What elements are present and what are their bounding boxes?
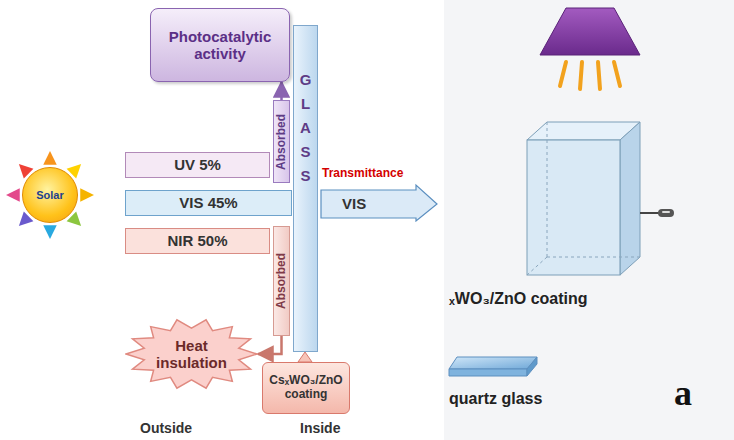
thermometer (640, 209, 674, 217)
node-text: GLASS (298, 68, 313, 188)
absorption-arrow (258, 336, 282, 354)
coating-box: CsₓWO₃/ZnO coating (262, 362, 350, 414)
sun-ray (43, 151, 57, 165)
node-text: VIS (342, 195, 366, 212)
spectrum-band: NIR 50% (125, 228, 270, 254)
test-box (527, 122, 640, 275)
part-label: ₓWO₃/ZnO coating (449, 290, 588, 308)
part-label: quartz glass (449, 390, 542, 408)
sun-ray (6, 188, 20, 202)
spectrum-band: UV 5% (125, 152, 270, 178)
node-text: CsₓWO₃/ZnO coating (266, 374, 346, 402)
node-text: Photocatalytic activity (155, 28, 285, 63)
node-text: Heat insulation (149, 337, 235, 372)
spectrum-band: VIS 45% (125, 190, 292, 216)
quartz-glass-plate (449, 357, 537, 376)
sun-ray (80, 188, 94, 202)
sun-ray (43, 225, 57, 239)
coating-pointer (298, 352, 312, 362)
absorbed-bar: Absorbed (273, 226, 290, 336)
effect-box: Photocatalytic activity (150, 8, 290, 82)
glass-pane: GLASS (293, 25, 318, 352)
side-label: Inside (300, 420, 340, 436)
node-text: VIS 45% (179, 194, 237, 211)
transmittance-arrow: TransmittanceVIS (320, 166, 438, 222)
side-label: Outside (140, 420, 192, 436)
node-text: Solar (36, 189, 64, 202)
node-text: UV 5% (174, 156, 221, 173)
node-text: NIR 50% (167, 232, 227, 249)
panel-letter: a (674, 372, 692, 414)
right-panel (444, 0, 734, 440)
node-text: Absorbed (275, 113, 289, 169)
node-text: Transmittance (322, 167, 403, 181)
uv-lamp (540, 8, 640, 89)
heat-starburst: Heat insulation (125, 318, 258, 390)
arrow-shape (321, 185, 437, 221)
sun-rays (6, 151, 94, 239)
starburst-shape (126, 320, 257, 388)
node-text: Absorbed (275, 253, 289, 309)
absorbed-bar: Absorbed (273, 100, 290, 183)
sun-disc: Solar (22, 167, 78, 223)
absorption-arrow (280, 82, 283, 100)
